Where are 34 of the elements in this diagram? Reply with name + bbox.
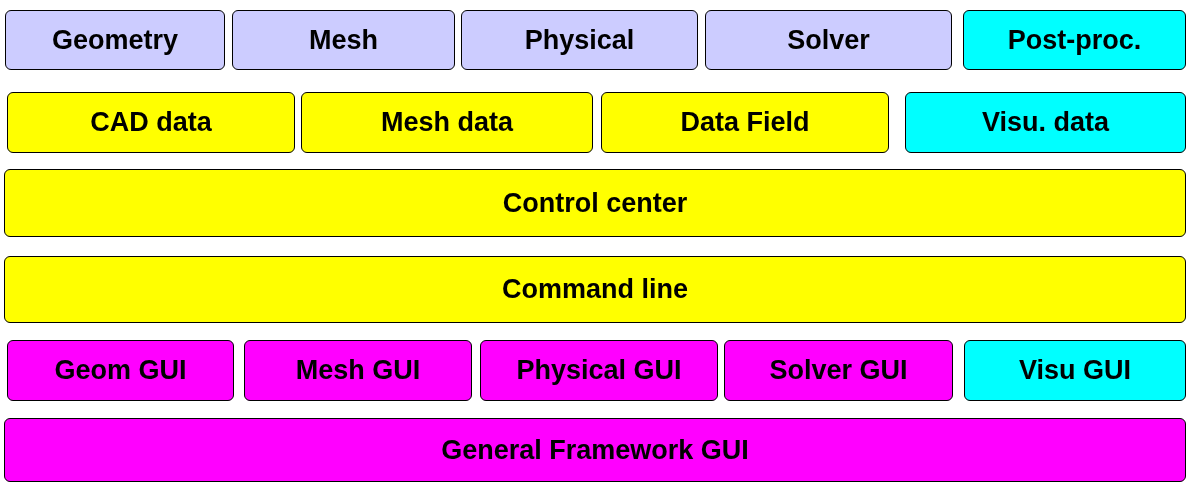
box-label: General Framework GUI (441, 434, 749, 466)
box-label: Physical GUI (516, 355, 682, 386)
layer-box (4, 256, 1186, 323)
layer-box (7, 92, 295, 153)
box-label: Mesh GUI (295, 355, 421, 386)
box-label: Control center (502, 187, 688, 219)
layer-box (480, 340, 718, 401)
box-label: Mesh data (380, 107, 513, 138)
box-label: Solver GUI (769, 355, 908, 386)
box-label: Visu GUI (1018, 355, 1131, 386)
box-label: CAD data (90, 107, 212, 138)
box-label: Data Field (680, 107, 810, 138)
layer-box (964, 340, 1186, 401)
box-label: Command line (502, 274, 688, 305)
layer-box (905, 92, 1186, 153)
layer-box (5, 10, 225, 70)
layer-box (963, 10, 1186, 70)
layer-box (4, 169, 1186, 237)
layer-box (4, 418, 1186, 482)
box-label: Geometry (51, 24, 179, 56)
layer-box (232, 10, 455, 70)
box-label: Solver (787, 24, 870, 56)
layer-box (724, 340, 953, 401)
box-label: Geom GUI (54, 355, 187, 386)
box-label: Physical (524, 24, 635, 56)
box-label: Mesh (309, 24, 378, 56)
box-label: Visu. data (981, 107, 1110, 138)
layer-box (301, 92, 593, 153)
layer-box (461, 10, 698, 70)
layer-box (705, 10, 952, 70)
layer-box (7, 340, 234, 401)
box-label: Post-proc. (1007, 24, 1142, 56)
layer-box (244, 340, 472, 401)
layer-box (601, 92, 889, 153)
